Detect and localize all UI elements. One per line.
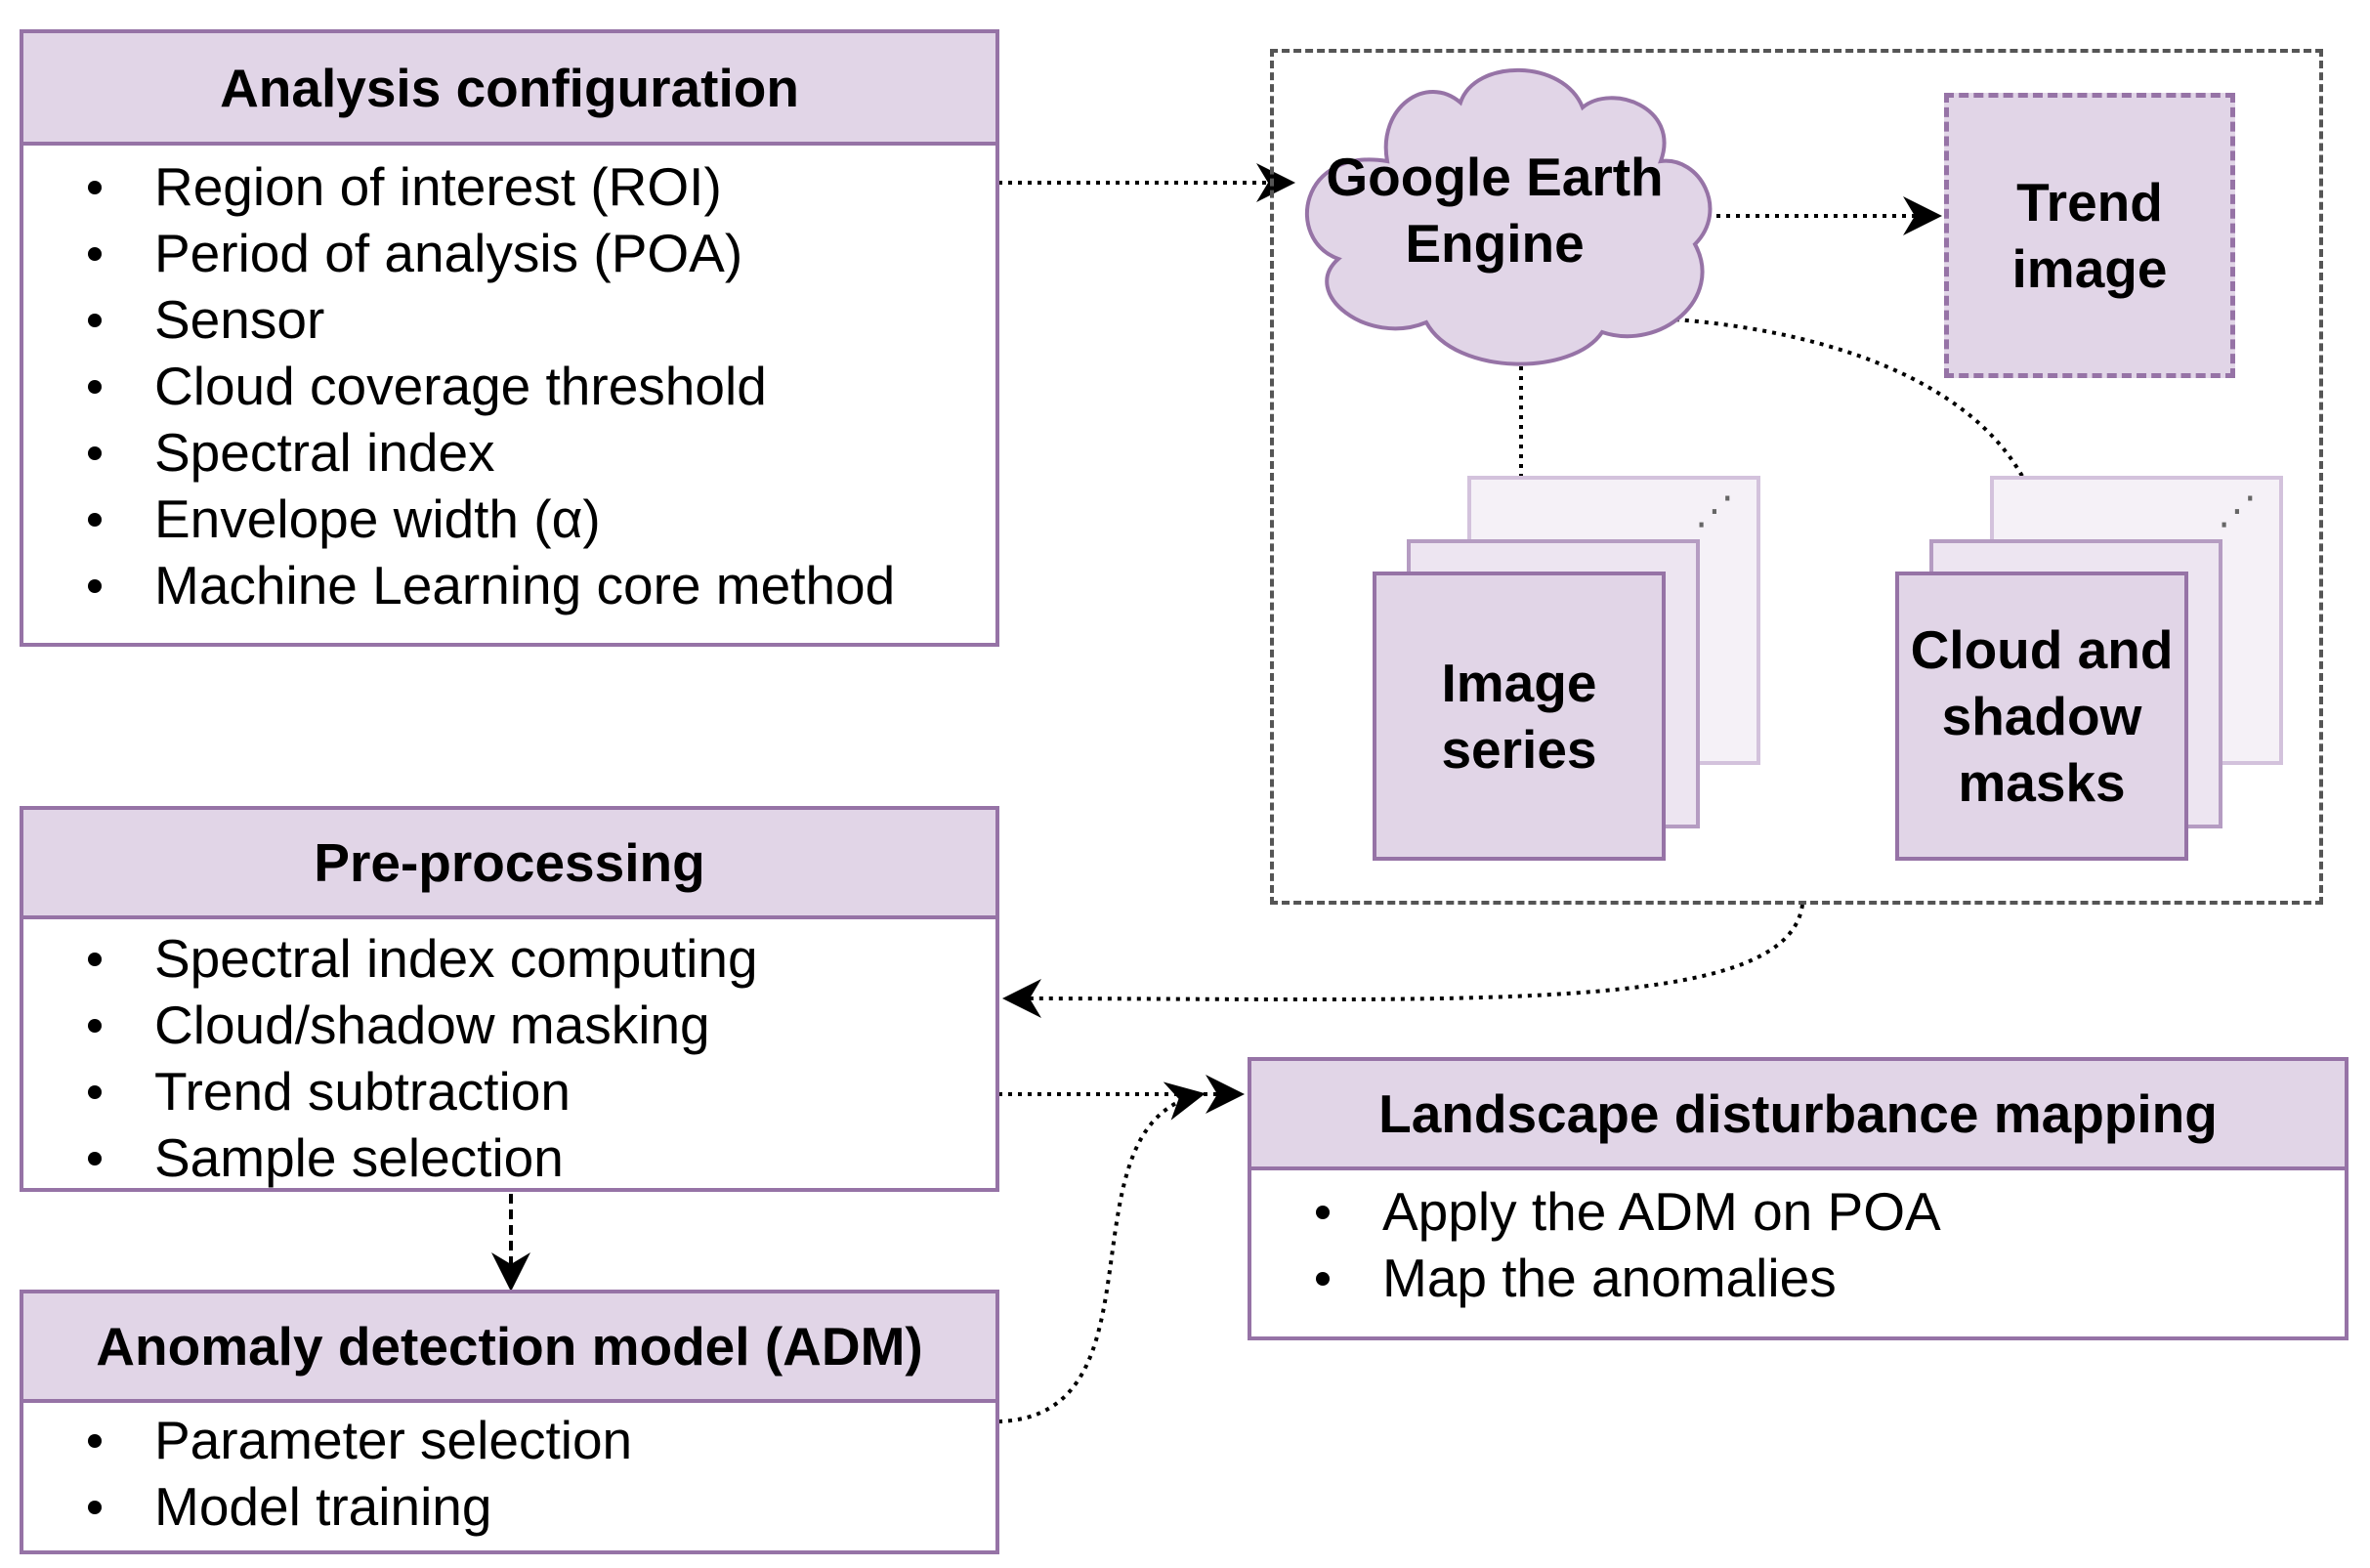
list-item: Trend subtraction bbox=[88, 1058, 995, 1124]
list-item: Parameter selection bbox=[88, 1407, 995, 1473]
list-item: Sample selection bbox=[88, 1124, 995, 1191]
masks-line2: shadow bbox=[1941, 686, 2142, 746]
list-item: Machine Learning core method bbox=[88, 552, 995, 618]
arrow-gee-to-masks bbox=[1635, 316, 2066, 571]
list-item: Spectral index bbox=[88, 419, 995, 486]
list-item: Cloud/shadow masking bbox=[88, 992, 995, 1058]
list-item: Region of interest (ROI) bbox=[88, 153, 995, 220]
list-item: Model training bbox=[88, 1473, 995, 1540]
preprocessing-box: Pre-processing Spectral index computing … bbox=[20, 806, 999, 1192]
image-series-card: Image series bbox=[1373, 572, 1666, 861]
image-series-more-glyph: ⋰ bbox=[1695, 488, 1734, 533]
trend-label-line1: Trend bbox=[2016, 172, 2163, 233]
gee-frame bbox=[1270, 49, 2323, 905]
disturbance-list: Apply the ADM on POA Map the anomalies bbox=[1251, 1178, 2345, 1311]
list-item: Spectral index computing bbox=[88, 925, 995, 992]
adm-box: Anomaly detection model (ADM) Parameter … bbox=[20, 1290, 999, 1554]
gee-label-line1: Google Earth bbox=[1326, 147, 1664, 207]
disturbance-title: Landscape disturbance mapping bbox=[1251, 1061, 2345, 1170]
list-item: Envelope width (α) bbox=[88, 486, 995, 552]
masks-line3: masks bbox=[1958, 752, 2126, 813]
arrow-adm-to-disturbance bbox=[997, 1081, 1206, 1423]
masks-more-glyph: ⋰ bbox=[2218, 488, 2257, 533]
disturbance-box: Landscape disturbance mapping Apply the … bbox=[1248, 1057, 2349, 1340]
adm-title: Anomaly detection model (ADM) bbox=[23, 1293, 995, 1403]
preprocessing-title: Pre-processing bbox=[23, 810, 995, 919]
trend-label-line2: image bbox=[2011, 238, 2168, 299]
image-series-line2: series bbox=[1441, 719, 1597, 780]
arrow-gee-to-preprocessing bbox=[1002, 904, 1804, 1019]
list-item: Period of analysis (POA) bbox=[88, 220, 995, 286]
analysis-config-box: Analysis configuration Region of interes… bbox=[20, 29, 999, 647]
list-item: Cloud coverage threshold bbox=[88, 353, 995, 419]
preprocessing-list: Spectral index computing Cloud/shadow ma… bbox=[23, 925, 995, 1191]
list-item: Map the anomalies bbox=[1316, 1245, 2345, 1311]
gee-label-line2: Engine bbox=[1405, 213, 1585, 274]
adm-list: Parameter selection Model training bbox=[23, 1407, 995, 1540]
list-item: Sensor bbox=[88, 286, 995, 353]
analysis-config-list: Region of interest (ROI) Period of analy… bbox=[23, 153, 995, 618]
gee-label: Google Earth Engine bbox=[1294, 137, 1695, 283]
gee-cloud-shape bbox=[1304, 67, 1713, 366]
list-item: Apply the ADM on POA bbox=[1316, 1178, 2345, 1245]
trend-image-box: Trend image bbox=[1944, 93, 2235, 378]
image-series-line1: Image bbox=[1441, 653, 1597, 713]
analysis-config-title: Analysis configuration bbox=[23, 33, 995, 146]
masks-card: Cloud and shadow masks bbox=[1895, 572, 2188, 861]
masks-line1: Cloud and bbox=[1910, 619, 2174, 680]
